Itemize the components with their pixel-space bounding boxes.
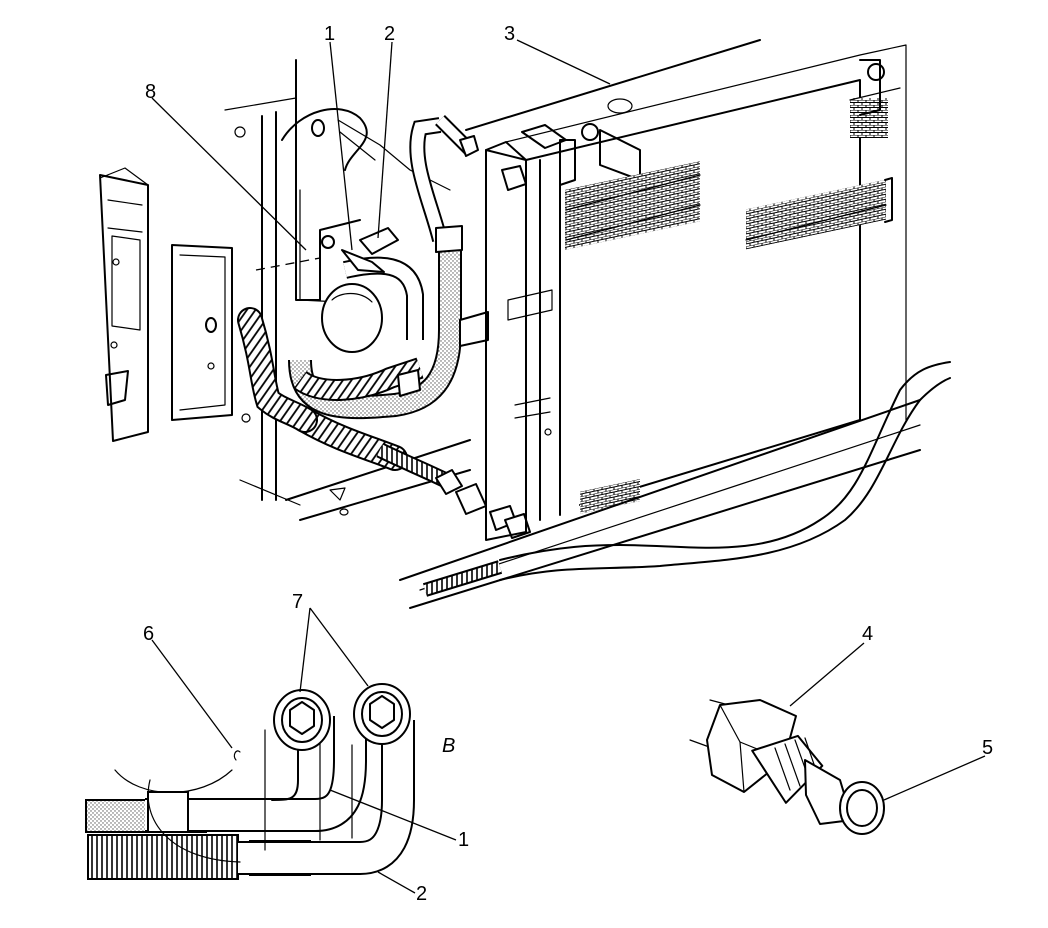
engine-bay-view xyxy=(99,39,951,609)
callout-4: 4 xyxy=(862,623,873,645)
left-side-panel xyxy=(99,167,149,442)
callout-1-detail: 1 xyxy=(458,829,469,851)
hose-assembly xyxy=(237,115,531,539)
leader-lines xyxy=(151,39,986,894)
fitting-detail xyxy=(689,699,885,835)
callout-8: 8 xyxy=(145,81,156,103)
callout-7: 7 xyxy=(292,591,303,613)
mounting-bracket xyxy=(171,97,301,506)
callout-3: 3 xyxy=(504,23,515,45)
callout-5: 5 xyxy=(982,737,993,759)
callout-6: 6 xyxy=(143,623,154,645)
callout-1-top: 1 xyxy=(324,23,335,45)
radiator-support xyxy=(399,361,951,609)
view-label-b: B xyxy=(442,735,455,757)
condenser xyxy=(465,39,907,541)
detail-view-b xyxy=(85,683,415,880)
compressor-area xyxy=(281,59,471,521)
callout-2-detail: 2 xyxy=(416,883,427,905)
callout-2-top: 2 xyxy=(384,23,395,45)
